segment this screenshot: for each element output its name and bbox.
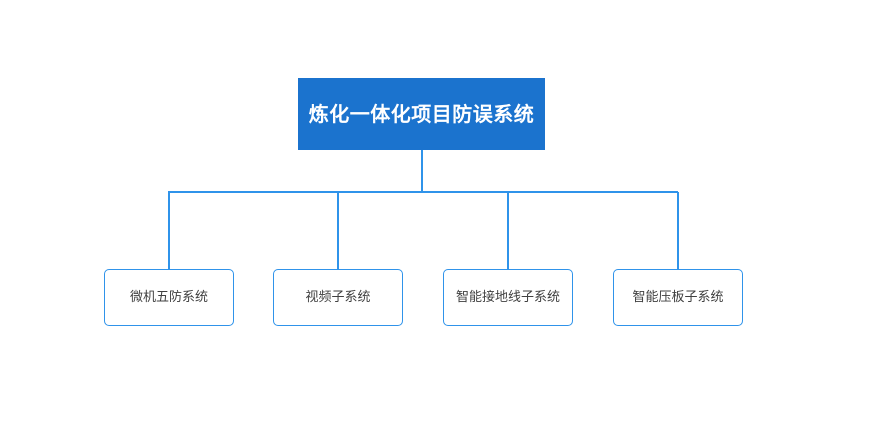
- root-node-label: 炼化一体化项目防误系统: [308, 102, 535, 126]
- child-node-1[interactable]: 微机五防系统: [104, 269, 234, 326]
- root-node[interactable]: 炼化一体化项目防误系统: [298, 78, 545, 150]
- child-node-label: 智能压板子系统: [632, 289, 724, 305]
- child-node-label: 微机五防系统: [129, 289, 208, 305]
- child-node-label: 视频子系统: [305, 289, 371, 305]
- child-node-2[interactable]: 视频子系统: [273, 269, 403, 326]
- child-node-3[interactable]: 智能接地线子系统: [443, 269, 573, 326]
- child-node-4[interactable]: 智能压板子系统: [613, 269, 743, 326]
- child-node-label: 智能接地线子系统: [455, 289, 560, 305]
